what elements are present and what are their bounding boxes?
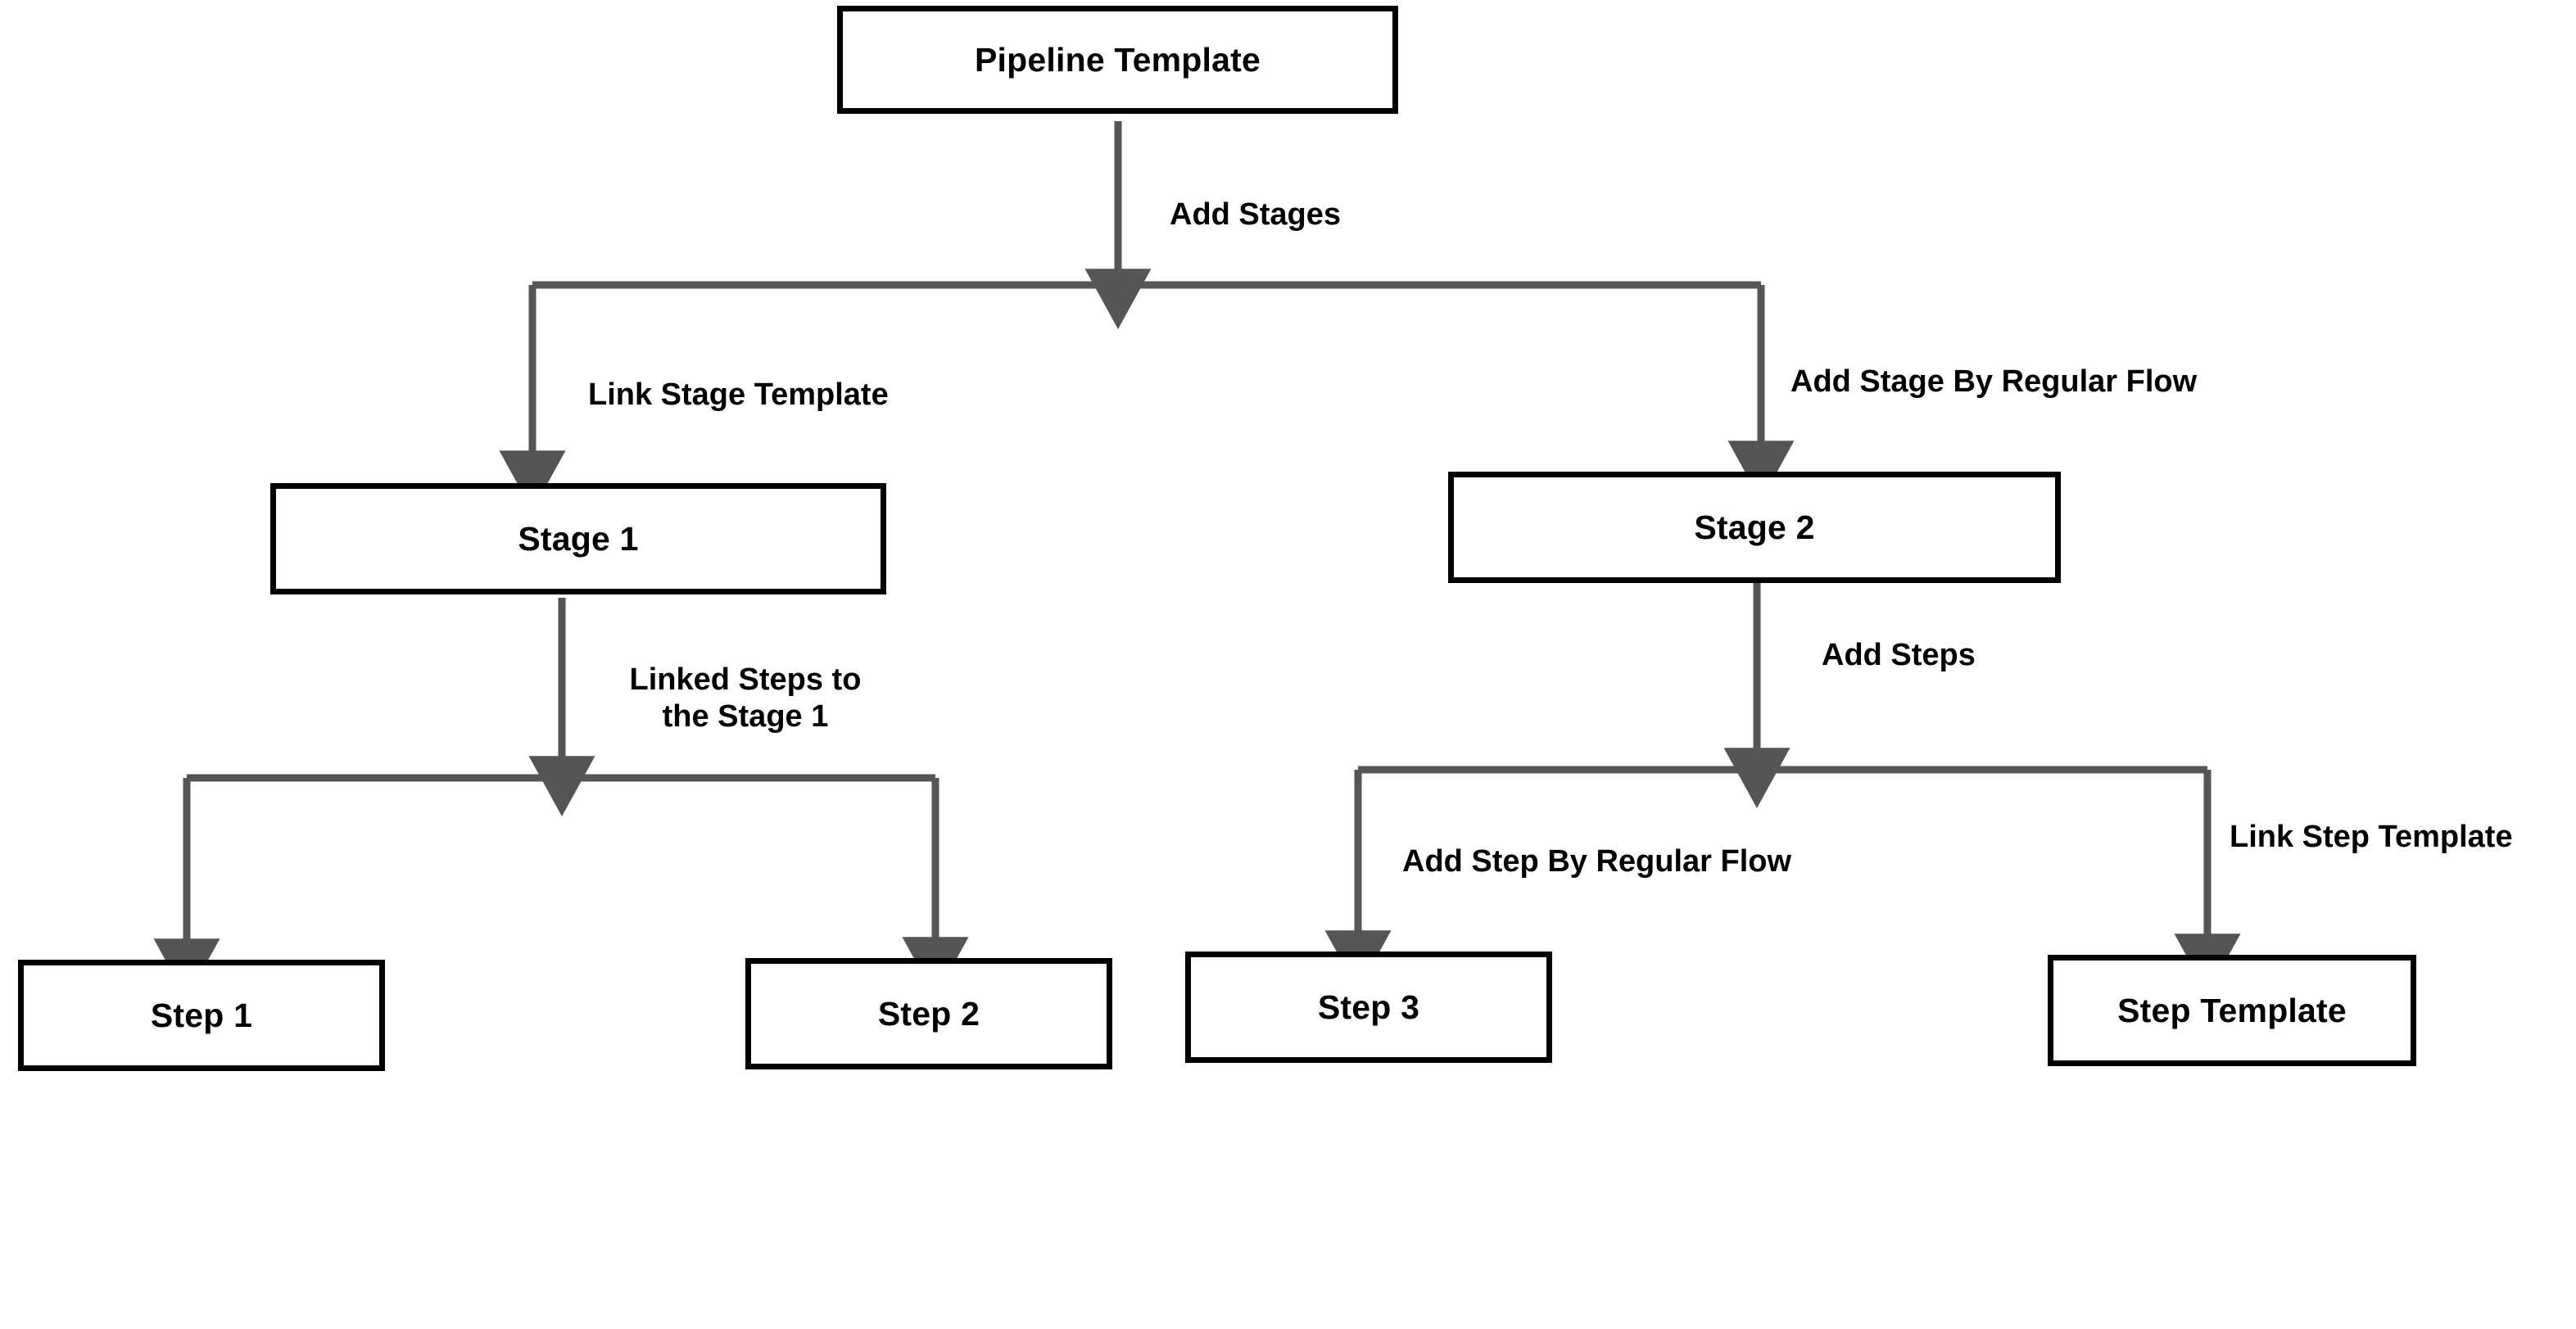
node-pipeline-template[interactable]: Pipeline Template: [837, 6, 1398, 114]
edge-label-add-step-by-regular-flow: Add Step By Regular Flow: [1402, 844, 1792, 879]
node-step-1[interactable]: Step 1: [18, 960, 385, 1071]
node-step-3[interactable]: Step 3: [1185, 952, 1552, 1063]
edge-label-link-stage-template: Link Stage Template: [588, 377, 889, 412]
node-step-2[interactable]: Step 2: [745, 958, 1112, 1069]
node-pipeline-template-label: Pipeline Template: [975, 40, 1261, 79]
right-steps-split-bar: [1324, 766, 2241, 994]
left-steps-split-bar: [153, 774, 969, 999]
node-step-1-label: Step 1: [150, 996, 253, 1034]
edge-label-add-steps: Add Steps: [1822, 638, 1976, 672]
node-step-template-label: Step Template: [2117, 991, 2347, 1029]
node-step-2-label: Step 2: [877, 994, 980, 1033]
node-stage-1[interactable]: Stage 1: [270, 483, 886, 594]
edge-label-linked-steps-to-the-stage-1: Linked Steps to the Stage 1: [606, 662, 885, 735]
edge-label-add-stages: Add Stages: [1170, 197, 1342, 232]
stage-split-bar: [499, 281, 1795, 511]
node-stage-2[interactable]: Stage 2: [1448, 472, 2061, 583]
edge-label-add-stage-by-regular-flow: Add Stage By Regular Flow: [1791, 364, 2198, 399]
edge-label-linked-steps-line-1: Linked Steps to: [629, 662, 862, 697]
edge-label-link-step-template: Link Step Template: [2230, 820, 2513, 854]
node-step-3-label: Step 3: [1317, 988, 1420, 1026]
node-stage-1-label: Stage 1: [518, 519, 639, 558]
node-step-template[interactable]: Step Template: [2048, 955, 2416, 1066]
edge-label-linked-steps-line-2: the Stage 1: [662, 698, 829, 734]
node-stage-2-label: Stage 2: [1694, 508, 1815, 546]
